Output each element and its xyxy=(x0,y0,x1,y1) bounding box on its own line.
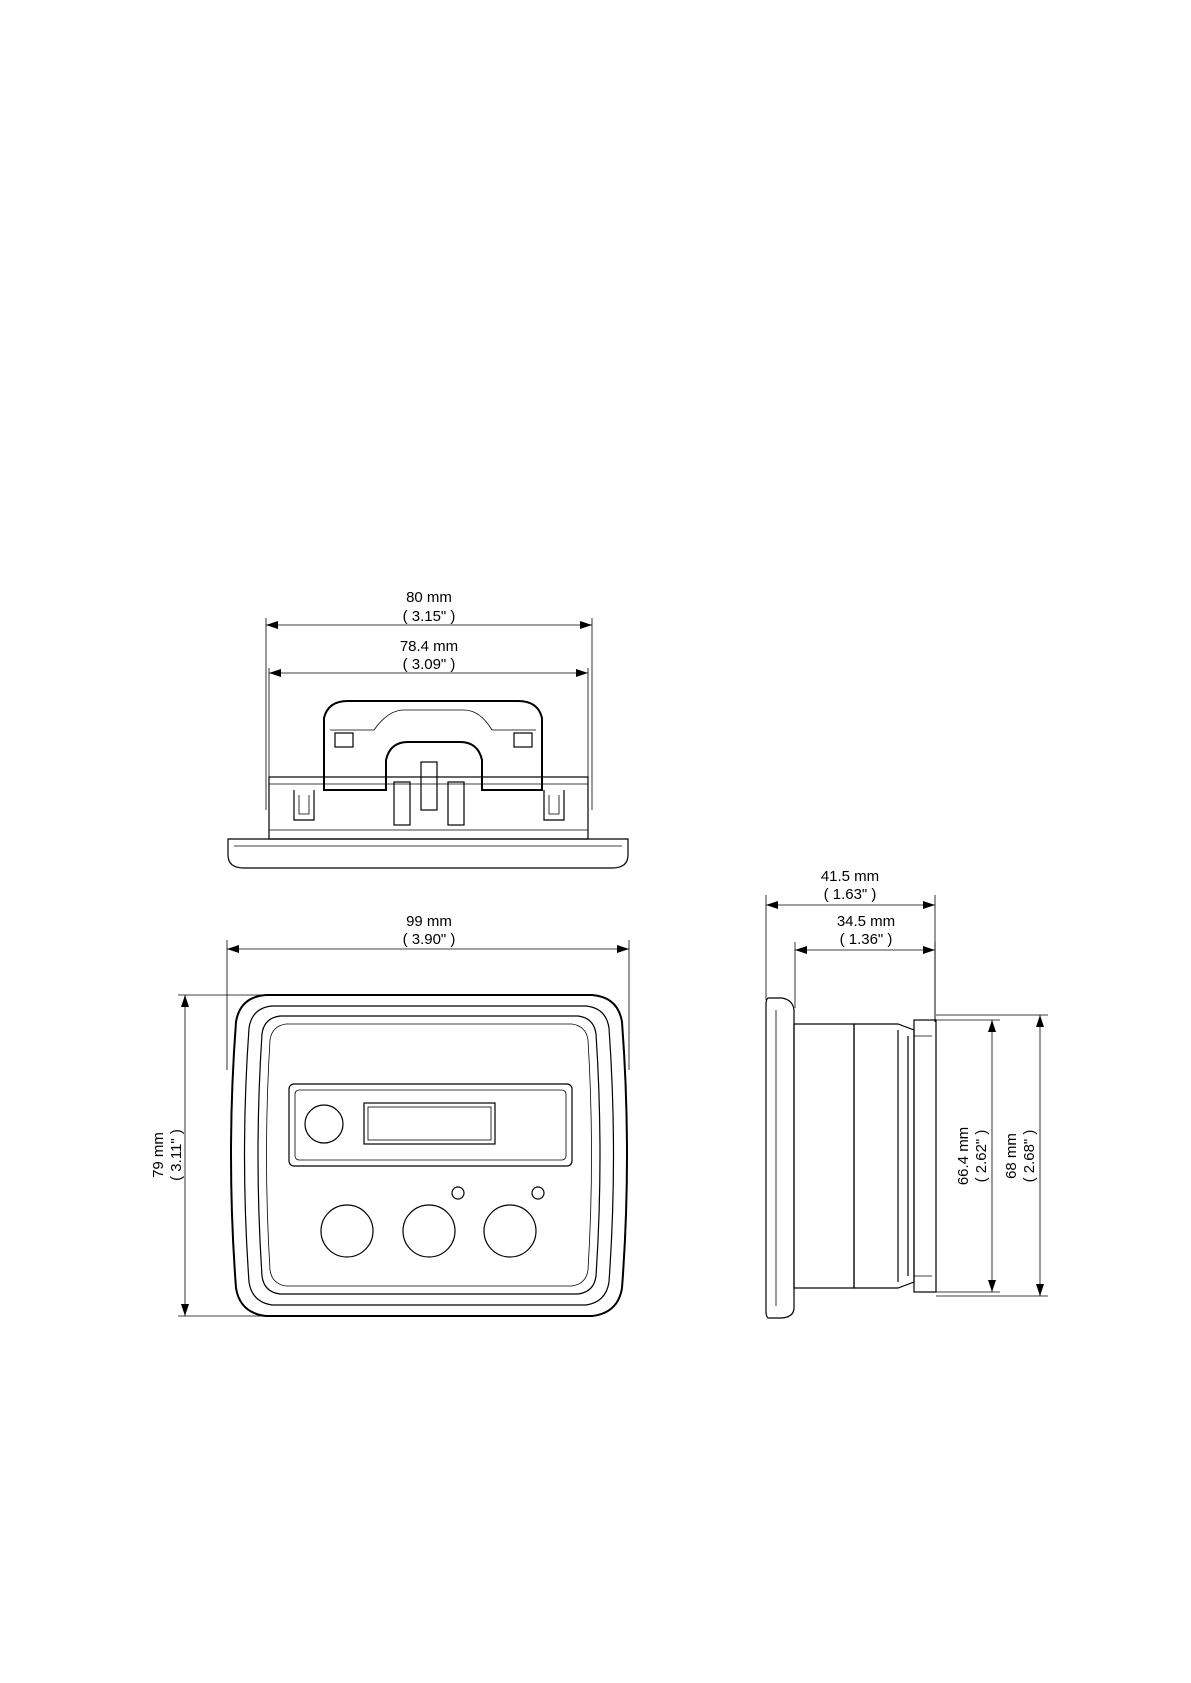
dimension-side-body-height: 66.4 mm ( 2.62" ) xyxy=(936,1020,1000,1292)
top-inner-width-mm-label: 78.4 mm xyxy=(400,638,458,655)
dimension-side-body-depth: 34.5 mm ( 1.36" ) xyxy=(795,913,935,1022)
led-indicator-icon xyxy=(532,1187,544,1199)
front-view: 99 mm ( 3.90" ) 79 mm ( 3.11" ) xyxy=(150,913,629,1316)
led-indicator-icon xyxy=(452,1187,464,1199)
side-total-height-inch-label: ( 2.68" ) xyxy=(1021,1130,1038,1183)
side-total-height-mm-label: 68 mm xyxy=(1003,1133,1020,1179)
top-view: 80 mm ( 3.15" ) 78.4 mm ( 3.09" ) xyxy=(228,589,628,868)
side-body-depth-mm-label: 34.5 mm xyxy=(837,913,895,930)
button-right-icon xyxy=(484,1205,536,1257)
side-depth-mm-label: 41.5 mm xyxy=(821,868,879,885)
power-button-icon xyxy=(305,1105,343,1143)
dimension-front-height: 79 mm ( 3.11" ) xyxy=(150,995,270,1316)
front-height-inch-label: ( 3.11" ) xyxy=(168,1129,185,1181)
front-height-mm-label: 79 mm xyxy=(150,1132,167,1178)
display-panel xyxy=(289,1084,572,1166)
top-width-mm-label: 80 mm xyxy=(406,589,452,606)
side-body-height-mm-label: 66.4 mm xyxy=(955,1127,972,1185)
top-inner-width-inch-label: ( 3.09" ) xyxy=(403,656,456,673)
top-width-inch-label: ( 3.15" ) xyxy=(403,608,456,625)
side-body-depth-inch-label: ( 1.36" ) xyxy=(840,931,893,948)
front-width-inch-label: ( 3.90" ) xyxy=(403,931,456,948)
side-body-height-inch-label: ( 2.62" ) xyxy=(973,1130,990,1183)
lcd-screen xyxy=(364,1103,495,1144)
side-depth-inch-label: ( 1.63" ) xyxy=(824,886,877,903)
dimension-front-width: 99 mm ( 3.90" ) xyxy=(227,913,629,1070)
side-view: 41.5 mm ( 1.63" ) 34.5 mm ( 1.36" ) xyxy=(766,868,1048,1318)
button-left-icon xyxy=(321,1205,373,1257)
button-middle-icon xyxy=(403,1205,455,1257)
front-width-mm-label: 99 mm xyxy=(406,913,452,930)
